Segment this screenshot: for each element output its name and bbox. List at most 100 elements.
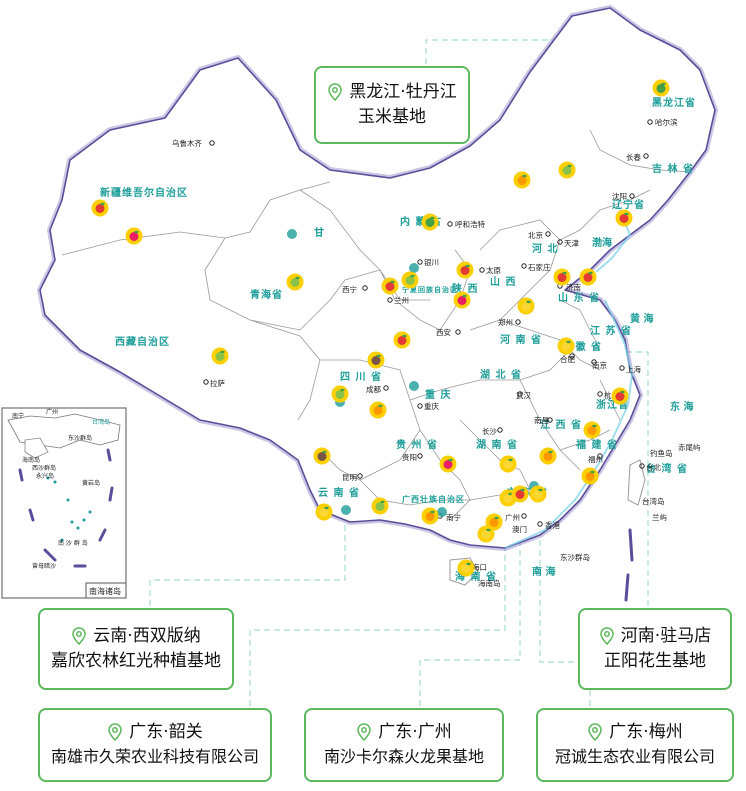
prov-shandong: 山 东 省 [558, 291, 600, 304]
city-urumqi: 乌鲁木齐 [172, 138, 215, 148]
city-shijiazhuang: 石家庄 [521, 262, 551, 272]
city-chongqing: 重庆 [417, 401, 439, 411]
prov-yunnan: 云 南 省 [318, 486, 360, 499]
city-changchun: 长春 [626, 152, 649, 162]
sea-label-donghai: 东 海 [670, 400, 693, 413]
city-hangzhou: 杭州 [597, 390, 619, 400]
fruit-icon [453, 291, 471, 309]
city-taipei: 台北 [639, 462, 661, 472]
svg-text:杭州: 杭州 [604, 390, 619, 400]
province-borders [61, 129, 691, 521]
svg-text:合肥: 合肥 [560, 354, 575, 364]
fruit-icon [421, 507, 439, 525]
fruit-icon [581, 467, 599, 485]
city-fuzhou: 福州 [588, 453, 603, 464]
fruit-icon [369, 401, 387, 419]
fruit-icon [511, 485, 529, 503]
prov-jilin: 吉 林 省 [652, 162, 694, 175]
fruit-icon [557, 337, 575, 355]
fruit-markers [91, 79, 670, 577]
card-meizhou[interactable]: 广东·梅州 冠诚生态农业有限公司 [536, 708, 734, 782]
fruit-icon [457, 559, 475, 577]
svg-text:拉萨: 拉萨 [210, 378, 225, 388]
card-place: 河南·驻马店 [620, 626, 712, 646]
location-pin-icon [108, 723, 123, 741]
card-heilongjiang[interactable]: 黑龙江·牡丹江 玉米基地 [314, 66, 470, 144]
location-pin-icon [328, 83, 343, 101]
svg-text:上海: 上海 [626, 364, 641, 374]
svg-text:兰州: 兰州 [394, 295, 409, 305]
svg-text:长春: 长春 [626, 152, 641, 162]
fruit-icon [579, 268, 597, 286]
prov-heilongjiang: 黑龙江省 [652, 96, 696, 109]
fruit-icon [456, 261, 474, 279]
card-yunnan[interactable]: 云南·西双版纳 嘉欣农林红光种植基地 [38, 608, 234, 690]
city-chengdu: 成都 [366, 384, 389, 394]
svg-text:昆明: 昆明 [342, 473, 357, 482]
svg-text:石家庄: 石家庄 [528, 262, 551, 272]
svg-text:银川: 银川 [424, 258, 439, 267]
prov-shaanxi: 陕 西 [452, 282, 478, 295]
svg-text:南昌: 南昌 [534, 415, 549, 425]
svg-text:济南: 济南 [566, 282, 581, 292]
sea-label-nanhai: 南 海 [532, 565, 555, 578]
prov-jiangsu: 江 苏 省 [590, 324, 632, 337]
fruit-icon [615, 209, 633, 227]
svg-text:北京: 北京 [528, 230, 543, 240]
card-place: 广东·韶关 [129, 722, 203, 742]
city-xining: 西宁 [342, 284, 368, 294]
card-guangzhou[interactable]: 广东·广州 南沙卡尔森火龙果基地 [304, 708, 504, 782]
inset-label-zengmu: 曾母暗沙 [32, 562, 56, 570]
svg-text:福州: 福州 [588, 455, 603, 464]
svg-text:武汉: 武汉 [516, 390, 531, 400]
prov-taiwan: 台 湾 省 [646, 462, 688, 475]
city-zhengzhou: 郑州 [498, 317, 521, 327]
city-lhasa: 拉萨 [203, 378, 225, 388]
city-taiyuan: 太原 [479, 265, 501, 275]
svg-text:长沙: 长沙 [482, 426, 497, 436]
card-henan[interactable]: 河南·驻马店 正阳花生基地 [578, 608, 732, 690]
fruit-icon [477, 525, 495, 543]
fruit-icon [611, 387, 629, 405]
card-shaoguan[interactable]: 广东·韶关 南雄市久荣农业科技有限公司 [38, 708, 272, 782]
inset-label-dongsha: 东沙群岛 [68, 434, 92, 442]
inset-label-xisha: 西沙群岛 [32, 464, 56, 472]
svg-text:哈尔滨: 哈尔滨 [655, 117, 678, 127]
fruit-icon [421, 213, 439, 231]
prov-xizang: 西藏自治区 [115, 335, 170, 348]
city-kunming: 昆明 [342, 473, 363, 482]
svg-text:贵阳: 贵阳 [402, 452, 417, 462]
card-place: 黑龙江·牡丹江 [349, 82, 457, 102]
city-hefei: 合肥 [560, 353, 575, 364]
prov-shanxi: 山 西 [490, 275, 516, 288]
city-nanjing: 南京 [591, 359, 607, 370]
card-base: 玉米基地 [358, 107, 426, 127]
south-china-sea-inset: 南海诸岛 南宁 广州 台湾岛 东沙群岛 西沙群岛 永兴岛 黄岩岛 南 沙 群 岛… [1, 407, 127, 599]
city-wuhan: 武汉 [516, 390, 531, 400]
fruit-icon [381, 277, 399, 295]
svg-text:澳门: 澳门 [512, 524, 527, 534]
prov-henan: 河 南 省 [500, 333, 542, 346]
svg-text:天津: 天津 [564, 239, 579, 248]
svg-text:乌鲁木齐: 乌鲁木齐 [172, 138, 202, 148]
prov-ningxia: 宁夏回族自治区 [402, 285, 458, 294]
svg-text:成都: 成都 [366, 384, 381, 394]
card-place: 云南·西双版纳 [93, 626, 201, 646]
fruit-icon [393, 331, 411, 349]
prov-hebei: 河 北 [532, 242, 558, 255]
prov-jiangxi: 江 西 省 [540, 418, 582, 431]
sea-label-bohai: 渤海 [592, 236, 612, 249]
city-guiyang: 贵阳 [402, 452, 423, 462]
fruit-icon [315, 503, 333, 521]
prov-fujian: 福 建 省 [575, 438, 618, 451]
fruit-icon [517, 297, 535, 315]
svg-text:沈阳: 沈阳 [612, 191, 627, 201]
sea-label-huanghai: 黄 海 [630, 312, 653, 325]
city-hohhot: 呼和浩特 [447, 219, 485, 229]
prov-liaoning: 辽宁省 [612, 198, 645, 211]
svg-text:重庆: 重庆 [424, 401, 439, 411]
fruit-icon [529, 485, 547, 503]
svg-text:郑州: 郑州 [498, 317, 513, 327]
card-base: 南雄市久荣农业科技有限公司 [50, 747, 259, 766]
